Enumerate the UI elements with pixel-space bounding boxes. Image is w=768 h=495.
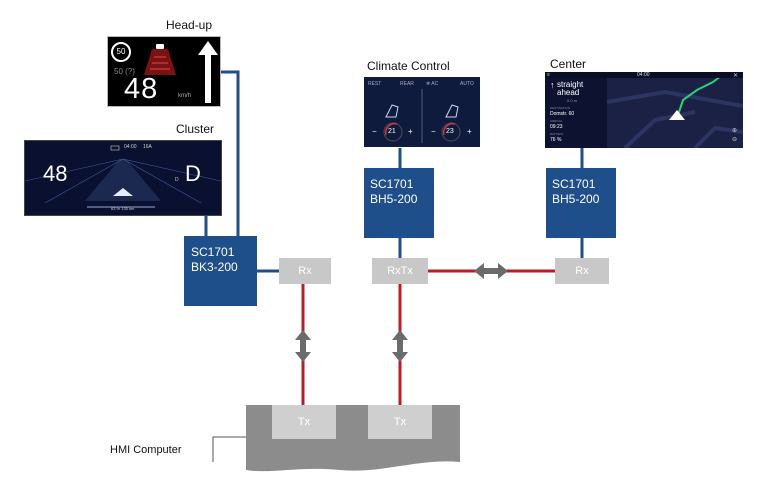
nav-position-icon [669, 110, 685, 120]
temp-left-plus-button[interactable]: + [408, 127, 413, 136]
cluster-graphics [25, 141, 221, 215]
ecu-center: SC1701 BH5-200 [546, 168, 616, 238]
climate-graphics [364, 77, 480, 147]
hmi-label-bracket [212, 436, 246, 462]
seat-heat-right-icon [445, 104, 459, 118]
cluster-trip: 63 % 135 km [111, 206, 135, 211]
temp-right-minus-button[interactable]: − [431, 127, 436, 136]
road-perspective [85, 159, 161, 201]
speed-limit-sign [111, 42, 131, 62]
ecu-center-line2: BH5-200 [552, 192, 600, 206]
link-tx-right: Tx [368, 405, 432, 439]
cluster-time: 04:00 [124, 144, 137, 150]
label-climate-control: Climate Control [367, 59, 450, 73]
double-arrow-middle [392, 330, 408, 362]
center-display: 04:00 ↑ straight ahead 0.0 m DESTINATION… [545, 72, 743, 148]
headup-graphics [111, 41, 218, 103]
close-icon[interactable]: ✕ [733, 73, 739, 79]
wire-headup [218, 70, 240, 236]
cluster-gear: D [185, 161, 201, 186]
label-center: Center [550, 57, 587, 71]
straight-arrow-icon [198, 41, 218, 103]
headup-unit: km/h [178, 93, 192, 99]
destination-value: Domstr. 60 [550, 111, 575, 117]
speed-limit-sub: 50 (?) [114, 67, 135, 76]
nav-instruction: straight ahead [557, 80, 584, 97]
temp-right-value: 23 [446, 128, 454, 135]
center-time: 04:00 [637, 72, 650, 78]
climate-display: REST REAR ❄ AC AUTO 21 23 − + − + [364, 77, 480, 147]
menu-icon[interactable]: ≡ [547, 72, 550, 78]
battery-value: 76 % [550, 137, 562, 143]
temp-left-minus-button[interactable]: − [372, 127, 377, 136]
ecu-climate-line1: SC1701 [370, 177, 414, 191]
nav-distance: 0.0 m [567, 98, 578, 103]
cluster-gear-small: D [175, 177, 179, 183]
center-map [545, 72, 743, 148]
double-arrow-left [295, 330, 311, 362]
headup-speed: 48 [124, 73, 159, 105]
car-icon [156, 44, 164, 49]
label-cluster: Cluster [176, 122, 215, 136]
arrival-value: 09:23 [550, 124, 563, 130]
battery-icon [110, 145, 120, 151]
climate-ac[interactable]: ❄ AC [426, 81, 439, 87]
link-rx-left: Rx [279, 258, 331, 284]
link-tx-left: Tx [272, 405, 336, 439]
temp-left-value: 21 [388, 128, 396, 135]
link-rxtx-middle: RxTx [372, 258, 428, 284]
destination-label: DESTINATION [550, 106, 570, 110]
speed-limit-value: 50 [116, 47, 126, 56]
ecu-climate: SC1701 BH5-200 [364, 168, 434, 238]
zoom-in-icon[interactable]: ⊕ [732, 128, 738, 134]
double-arrow-horizontal [474, 263, 508, 279]
battery-label: BATTERY [550, 132, 564, 136]
seat-heat-left-icon [385, 104, 399, 118]
temp-dial-left [383, 122, 403, 142]
climate-rest[interactable]: REST [368, 81, 382, 87]
cluster-display: 48 D 04:00 16A D 63 % 135 km [24, 140, 222, 216]
label-hmi-computer: HMI Computer [110, 444, 182, 456]
ecu-bk3-line1: SC1701 [191, 245, 235, 259]
ecu-bk3-line2: BK3-200 [191, 260, 238, 274]
ecu-center-line1: SC1701 [552, 177, 596, 191]
cluster-temp: 16A [143, 144, 152, 150]
temp-dial-right [441, 122, 461, 142]
climate-auto[interactable]: AUTO [460, 81, 474, 87]
label-headup: Head-up [166, 18, 213, 32]
cluster-speed: 48 [43, 161, 68, 186]
climate-rear[interactable]: REAR [400, 81, 414, 87]
ecu-bk3: SC1701 BK3-200 [184, 236, 257, 306]
headup-display: 50 50 (?) 48 km/h [107, 36, 221, 107]
arrival-label: ARRIVAL [550, 119, 563, 123]
lane-indicator-icon [144, 49, 176, 75]
vehicle-marker-icon [113, 188, 133, 196]
link-rx-right: Rx [555, 258, 609, 284]
route-line [676, 75, 722, 119]
turn-arrow-icon: ↑ [550, 80, 555, 90]
ecu-climate-line2: BH5-200 [370, 192, 418, 206]
temp-right-plus-button[interactable]: + [467, 127, 472, 136]
zoom-out-icon[interactable]: ⊖ [732, 137, 738, 143]
